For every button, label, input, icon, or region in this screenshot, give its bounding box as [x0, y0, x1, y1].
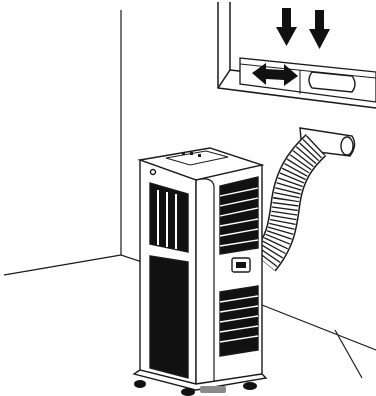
adapter-mouth [341, 137, 353, 155]
power-indicator [151, 170, 156, 175]
down-arrow-icon [276, 8, 330, 49]
side-handle-grip [236, 262, 246, 268]
caster-front-right [181, 388, 195, 396]
caster-back-right [243, 382, 257, 390]
exhaust-hose [264, 145, 316, 262]
control-button-3 [198, 154, 201, 157]
air-conditioner-unit [134, 148, 266, 390]
down-arrow-right-shaft [315, 10, 324, 30]
window-sill-corner [218, 70, 230, 88]
down-arrow-left-shaft [282, 8, 291, 28]
base-footplate [200, 386, 226, 393]
floor-baseboard-line [262, 305, 376, 350]
front-louvre [150, 183, 188, 252]
floor-edge-line [335, 330, 362, 378]
control-button-2 [190, 152, 193, 155]
down-arrow-right-head [309, 29, 330, 49]
floor-left-line [4, 255, 121, 275]
front-lower-grille [150, 256, 188, 378]
caster-front-left [134, 380, 146, 388]
down-arrow-left-head [276, 27, 297, 46]
slider-vent-opening [309, 72, 355, 92]
control-button-1 [182, 152, 185, 155]
